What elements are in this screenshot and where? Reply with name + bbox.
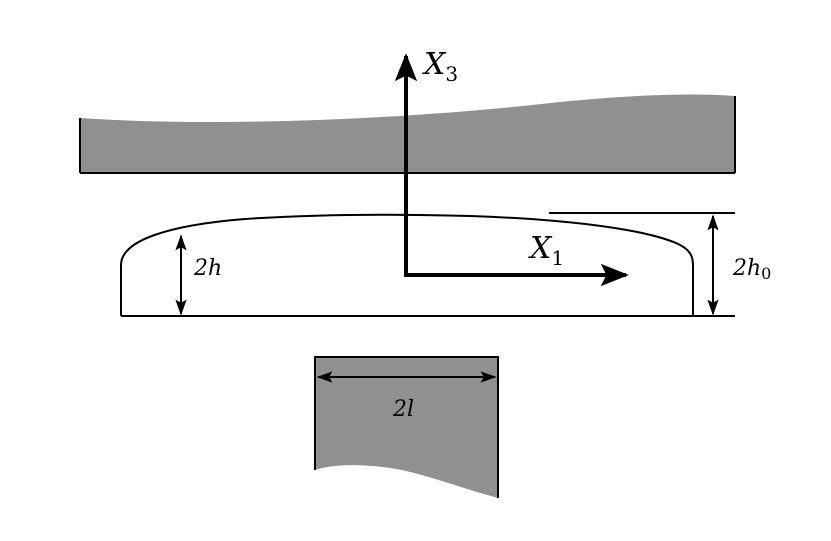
max-thickness-dimension: 2h0	[707, 214, 771, 316]
x1-axis-label: X1	[528, 231, 564, 270]
thickness-dimension: 2h	[175, 234, 222, 316]
lower-body-outline	[314, 356, 499, 498]
thickness-label: 2h	[193, 256, 222, 281]
coordinate-axes: X3 X1	[394, 47, 629, 287]
max-thickness-label: 2h0	[732, 256, 771, 283]
x3-axis-label: X3	[422, 47, 458, 86]
lower-body: 2l	[314, 356, 499, 498]
lower-body-fill	[315, 357, 498, 498]
width-label: 2l	[392, 397, 414, 422]
